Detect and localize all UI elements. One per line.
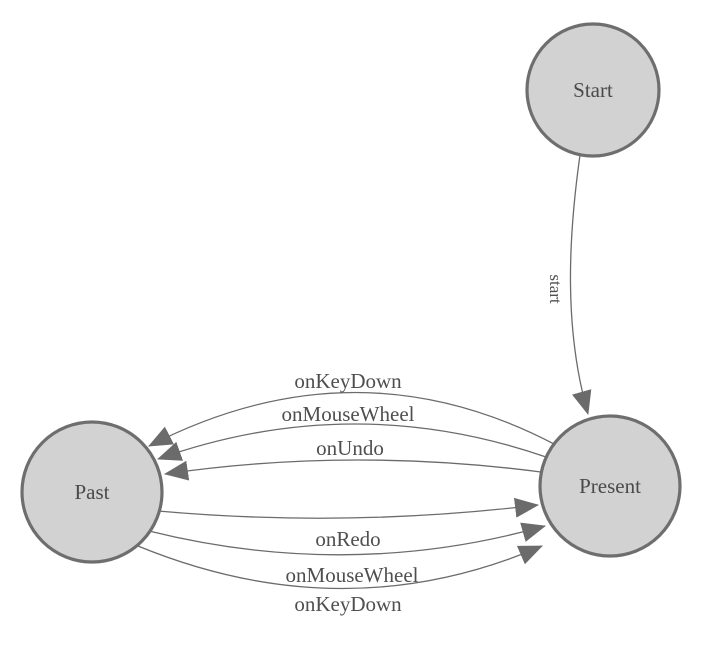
edge-label-onundo: onUndo — [316, 436, 384, 460]
edge-past-to-present-onmousewheel: onMouseWheel — [148, 522, 546, 587]
state-node-start[interactable]: Start — [525, 22, 661, 158]
edge-path-onkeydown-bottom — [137, 545, 543, 590]
edge-label-onredo: onRedo — [315, 527, 380, 551]
edge-past-to-present-onkeydown: onKeyDown — [137, 545, 543, 616]
edge-path-onundo — [164, 459, 542, 481]
edge-label-onmousewheel-top: onMouseWheel — [282, 402, 415, 426]
edge-present-to-past-onundo: onUndo — [164, 436, 542, 481]
edge-present-to-past-onkeydown: onKeyDown — [148, 369, 555, 447]
edge-path-onmousewheel-bottom — [148, 522, 546, 556]
state-label-past: Past — [74, 480, 109, 504]
edge-label-onmousewheel-bottom: onMouseWheel — [286, 563, 419, 587]
state-circle-start[interactable] — [525, 22, 661, 158]
edge-path-start — [569, 154, 592, 415]
state-label-present: Present — [579, 474, 641, 498]
edge-present-to-past-onmousewheel: onMouseWheel — [157, 402, 547, 461]
edge-path-onkeydown-top — [148, 391, 555, 447]
edge-path-onredo — [157, 497, 539, 519]
edge-start-to-present: start — [546, 154, 592, 415]
edge-label-onkeydown-top: onKeyDown — [294, 369, 402, 393]
state-node-past[interactable]: Past — [20, 420, 164, 564]
state-node-present[interactable]: Present — [538, 414, 682, 558]
state-circle-present[interactable] — [538, 414, 682, 558]
edge-label-start: start — [546, 274, 565, 304]
edge-past-to-present-onredo: onRedo — [157, 497, 539, 551]
edge-path-onmousewheel-top — [157, 423, 547, 461]
state-circle-past[interactable] — [20, 420, 164, 564]
edge-label-onkeydown-bottom: onKeyDown — [294, 592, 402, 616]
state-label-start: Start — [573, 78, 613, 102]
